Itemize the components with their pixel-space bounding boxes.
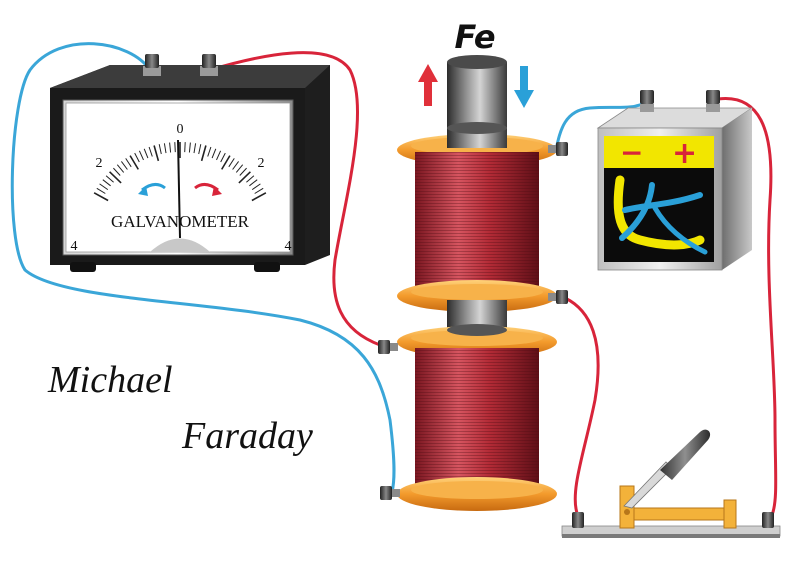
galvanometer-tick bbox=[184, 142, 186, 153]
galvanometer-tick bbox=[158, 144, 162, 155]
galvanometer-tick bbox=[93, 192, 109, 202]
galvanometer-tick bbox=[116, 164, 125, 173]
battery-negative-sign: − bbox=[620, 136, 643, 169]
galvanometer-tick bbox=[125, 158, 132, 168]
galvanometer-scale-left-outer: 4 bbox=[71, 239, 78, 254]
galvanometer-tick bbox=[198, 144, 202, 155]
galvanometer-tick bbox=[193, 143, 197, 154]
galvanometer-tick bbox=[246, 175, 255, 183]
wire-red-galvanometer-lower-coil bbox=[208, 51, 382, 347]
galvanometer-tick bbox=[235, 164, 244, 173]
galvanometer-scale-ticks bbox=[93, 142, 267, 202]
galvanometer-terminal-left bbox=[143, 54, 161, 76]
signature-line-1: Michael bbox=[47, 359, 173, 401]
battery-logo-icon bbox=[613, 175, 708, 255]
galvanometer-tick bbox=[239, 167, 247, 176]
arrow-down-icon bbox=[514, 66, 534, 108]
switch-terminal-left bbox=[572, 512, 584, 528]
galvanometer-tick bbox=[216, 150, 222, 161]
galvanometer-terminal-right bbox=[200, 54, 218, 76]
galvanometer-tick bbox=[153, 145, 160, 162]
wire-blue-galvanometer-lower-coil bbox=[10, 42, 396, 494]
wire-blue-upper-coil-battery bbox=[554, 101, 647, 152]
galvanometer-tick bbox=[254, 187, 264, 194]
galvanometer-tick bbox=[113, 167, 121, 176]
signature: Michael Faraday bbox=[47, 359, 313, 457]
galvanometer-tick bbox=[138, 150, 144, 161]
switch-terminal-right bbox=[762, 512, 774, 528]
galvanometer: 0 2 2 4 4 GALVANOMETER bbox=[50, 54, 330, 272]
switch-contact-bar bbox=[633, 507, 735, 521]
galvanometer-scale-left-inner: 2 bbox=[96, 156, 103, 171]
upper-coil-terminal-bottom bbox=[548, 290, 568, 304]
galvanometer-tick bbox=[251, 183, 261, 191]
galvanometer-tick bbox=[211, 148, 217, 159]
wire-red-upper-coil-switch bbox=[563, 296, 600, 515]
galvanometer-tick bbox=[102, 179, 111, 187]
galvanometer-tick bbox=[249, 179, 258, 187]
galvanometer-tick bbox=[109, 171, 122, 184]
galvanometer-tick bbox=[148, 146, 153, 157]
lower-coil-terminal-bottom bbox=[380, 486, 400, 500]
switch-handle bbox=[660, 429, 711, 480]
induction-coils: Fe bbox=[378, 18, 568, 511]
core-label: Fe bbox=[454, 18, 495, 56]
lower-coil-terminal-top bbox=[378, 340, 398, 354]
galvanometer-pivot-cover bbox=[150, 238, 210, 252]
galvanometer-tick bbox=[228, 158, 235, 168]
galvanometer-case-top bbox=[50, 65, 330, 88]
galvanometer-tick bbox=[174, 142, 176, 153]
galvanometer-tick bbox=[105, 175, 114, 183]
galvanometer-tick bbox=[120, 161, 128, 170]
galvanometer-tick bbox=[221, 155, 231, 170]
galvanometer-tick bbox=[96, 187, 106, 194]
wire-red-battery-switch bbox=[710, 97, 778, 517]
galvanometer-label: GALVANOMETER bbox=[111, 212, 250, 231]
galvanometer-tick bbox=[163, 143, 167, 154]
battery-polarity-strip bbox=[604, 136, 714, 168]
battery-terminal-positive bbox=[706, 90, 720, 112]
galvanometer-tick bbox=[207, 146, 212, 157]
wires bbox=[10, 42, 778, 517]
galvanometer-tick bbox=[143, 148, 149, 159]
galvanometer-scale-center: 0 bbox=[177, 122, 184, 137]
switch-receiving-clip bbox=[723, 499, 737, 529]
galvanometer-tick bbox=[220, 152, 226, 163]
galvanometer-tick bbox=[251, 192, 267, 202]
galvanometer-tick bbox=[200, 145, 207, 162]
galvanometer-tick bbox=[232, 161, 240, 170]
galvanometer-scale-right-inner: 2 bbox=[258, 156, 265, 171]
battery-positive-sign: + bbox=[672, 136, 697, 171]
battery: − + bbox=[596, 90, 754, 271]
galvanometer-scale-right-outer: 4 bbox=[285, 239, 292, 254]
upper-coil-terminal-top bbox=[548, 142, 568, 156]
galvanometer-tick bbox=[99, 183, 109, 191]
galvanometer-tick bbox=[169, 142, 172, 153]
galvanometer-tick bbox=[238, 171, 251, 184]
galvanometer-needle bbox=[177, 139, 181, 239]
galvanometer-foot-left bbox=[70, 262, 96, 272]
knife-switch bbox=[561, 429, 781, 538]
galvanometer-tick bbox=[134, 152, 140, 163]
galvanometer-tick bbox=[129, 155, 139, 170]
galvanometer-tick bbox=[188, 142, 191, 153]
signature-line-2: Faraday bbox=[181, 415, 313, 457]
battery-side bbox=[722, 108, 752, 270]
arrow-up-icon bbox=[418, 64, 438, 106]
battery-terminal-negative bbox=[640, 90, 654, 112]
galvanometer-foot-right bbox=[254, 262, 280, 272]
